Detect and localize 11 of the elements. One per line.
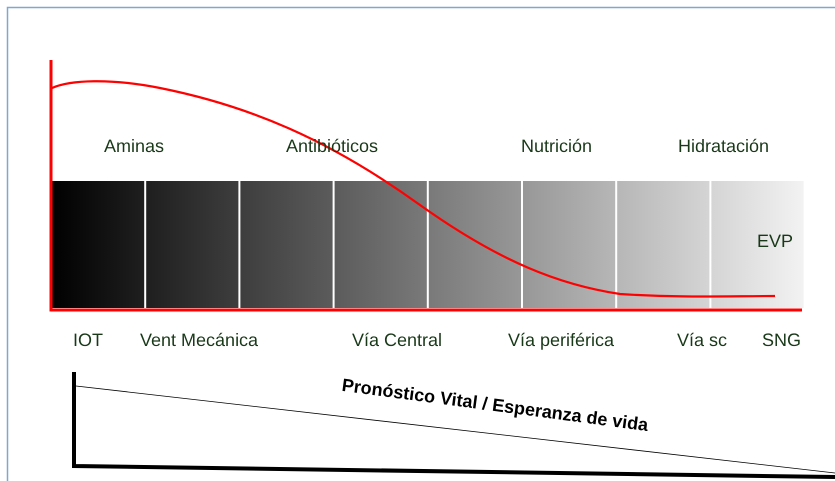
text-label: Vent Mecánica xyxy=(140,331,258,349)
text-label: EVP xyxy=(757,232,794,250)
text-label: Hidratación xyxy=(678,137,770,155)
text-label: SNG xyxy=(762,331,802,349)
text-label: Vía periférica xyxy=(508,331,614,349)
text-label: Vía sc xyxy=(677,331,728,349)
wedge-caption: Pronóstico Vital / Esperanza de vida xyxy=(340,374,650,438)
text-label: Aminas xyxy=(104,137,164,155)
text-label: IOT xyxy=(73,331,103,349)
text-label: Vía Central xyxy=(352,331,442,349)
text-label: Nutrición xyxy=(521,137,592,155)
